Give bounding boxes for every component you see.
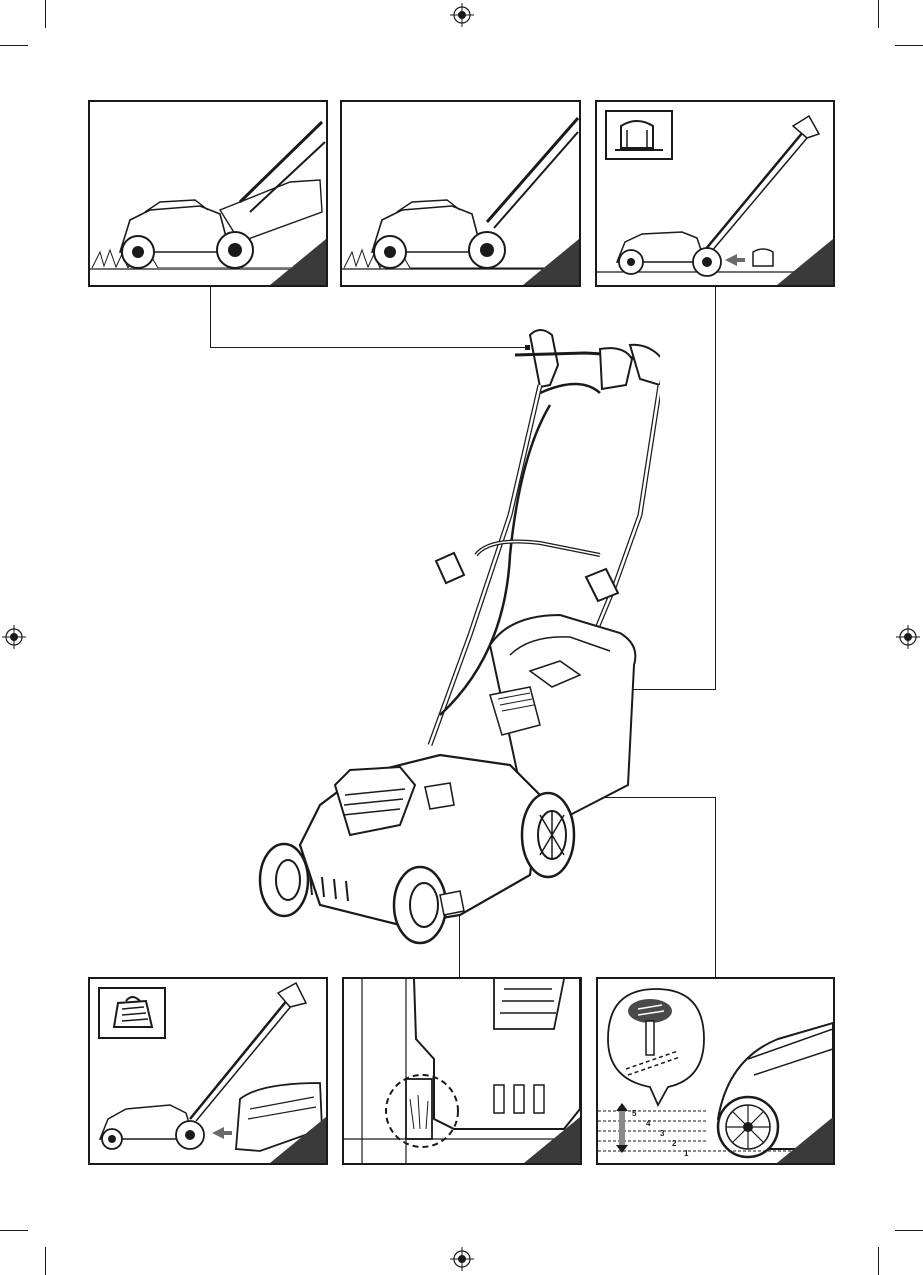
figure-panel-handle-fold-low <box>88 100 328 287</box>
figure-panel-handle-upright <box>340 100 581 287</box>
page-corner-marker <box>777 239 833 285</box>
page-corner-marker <box>524 1117 580 1163</box>
crop-mark-bottom-left-v <box>45 1247 46 1275</box>
height-level-label: 2 <box>672 1140 676 1148</box>
crop-mark-top-left-v <box>45 0 46 28</box>
page-corner-marker <box>523 239 579 285</box>
leader-line <box>715 797 716 977</box>
crosshair-registration-icon <box>450 3 474 27</box>
crop-mark-bottom-right-h <box>895 1230 923 1231</box>
crosshair-registration-icon <box>896 625 920 649</box>
leader-line <box>715 287 716 690</box>
page-corner-marker <box>270 1117 326 1163</box>
height-level-label: 3 <box>660 1130 664 1138</box>
crop-mark-top-left-h <box>0 45 28 46</box>
crosshair-registration-icon <box>2 625 26 649</box>
figure-panel-mulch-insert <box>595 100 835 287</box>
page-corner-marker <box>777 1117 833 1163</box>
crop-mark-top-right-v <box>878 0 879 28</box>
figure-panel-battery-insert <box>88 977 328 1165</box>
lawn-mower-main-illustration <box>240 315 660 945</box>
height-level-label: 4 <box>646 1120 650 1128</box>
leader-line <box>210 287 211 348</box>
figure-panel-cutting-height: 5 4 3 2 1 <box>596 977 835 1165</box>
height-level-label: 5 <box>632 1110 636 1118</box>
crop-mark-bottom-left-h <box>0 1230 28 1231</box>
crop-mark-bottom-right-v <box>878 1247 879 1275</box>
figure-panel-front-detail <box>342 977 582 1165</box>
height-level-label: 1 <box>684 1150 688 1158</box>
crosshair-registration-icon <box>450 1247 474 1271</box>
page-corner-marker <box>270 239 326 285</box>
crop-mark-top-right-h <box>895 45 923 46</box>
